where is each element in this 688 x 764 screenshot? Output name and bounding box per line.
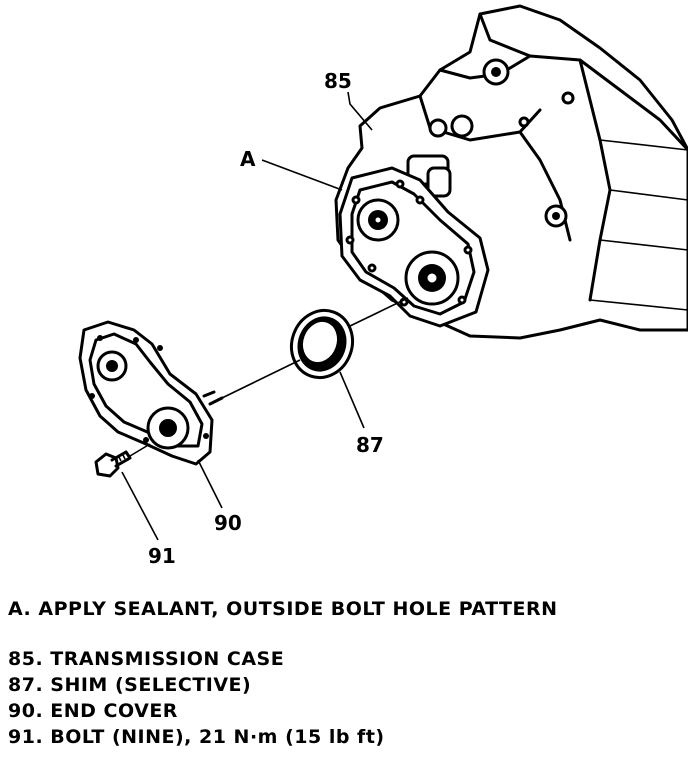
exploded-diagram: 85 A 87 90 91 bbox=[78, 4, 688, 568]
shim-ring bbox=[290, 308, 354, 380]
callout-90: 90 bbox=[214, 511, 242, 535]
callout-91: 91 bbox=[148, 544, 176, 568]
legend-item-87: 87. SHIM (SELECTIVE) bbox=[8, 674, 252, 696]
legend-item-91: 91. BOLT (NINE), 21 N·m (15 lb ft) bbox=[8, 726, 385, 748]
case-end-face bbox=[338, 166, 490, 328]
callout-a: A bbox=[240, 147, 256, 171]
assembly-lines bbox=[129, 297, 409, 457]
callout-85: 85 bbox=[324, 69, 352, 93]
legend-item-85: 85. TRANSMISSION CASE bbox=[8, 648, 285, 670]
bolt bbox=[94, 450, 132, 478]
end-cover bbox=[78, 320, 224, 466]
callout-87: 87 bbox=[356, 433, 384, 457]
legend-item-90: 90. END COVER bbox=[8, 700, 178, 722]
leader-lines bbox=[121, 91, 373, 541]
sealant-note: A. APPLY SEALANT, OUTSIDE BOLT HOLE PATT… bbox=[8, 598, 558, 620]
